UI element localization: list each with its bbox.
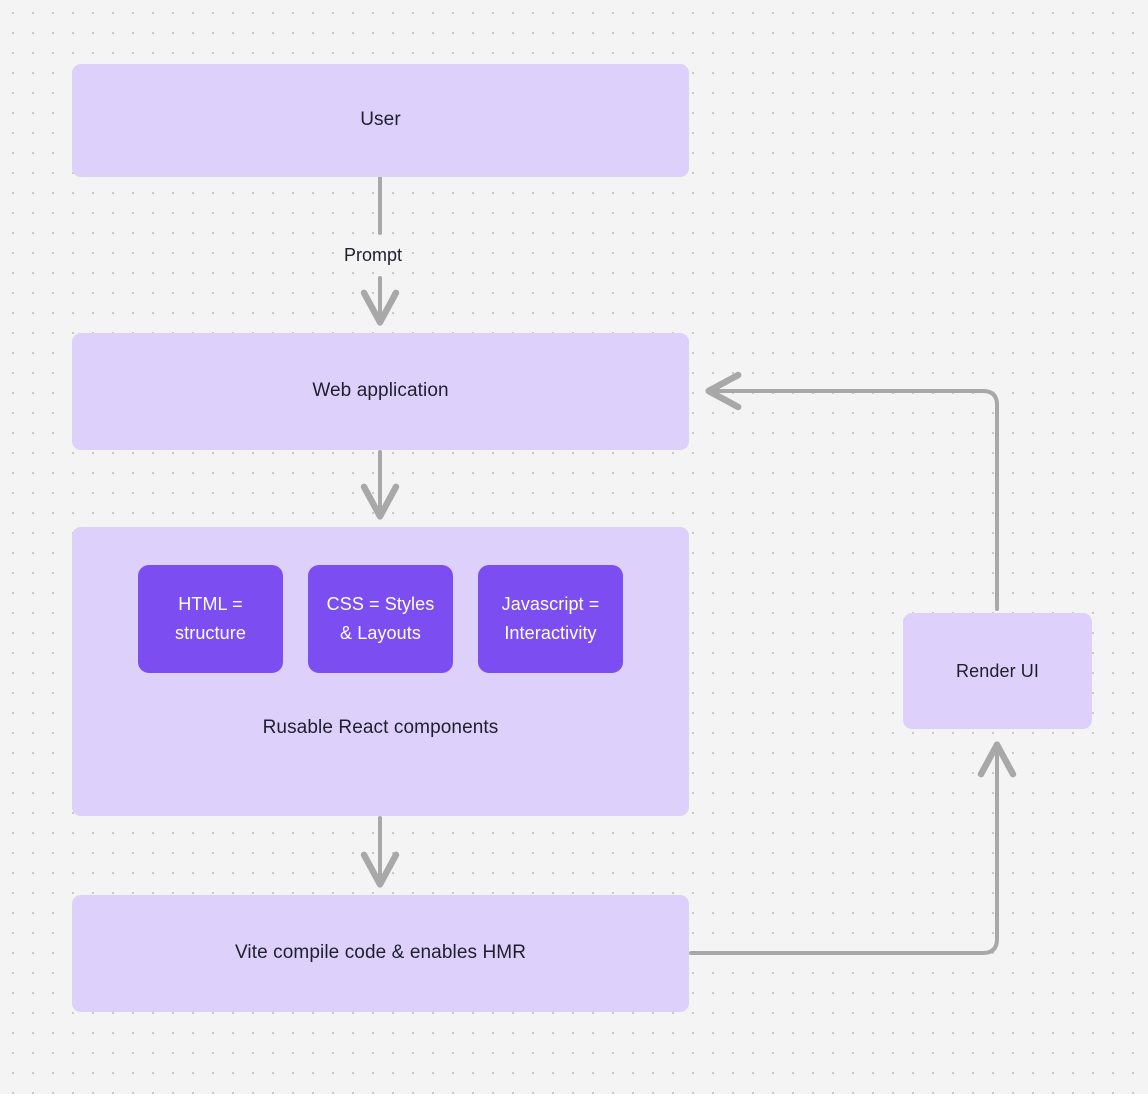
node-vite[interactable]: Vite compile code & enables HMR	[72, 895, 689, 1012]
edge-render-to-webapp	[705, 371, 999, 611]
node-vite-label: Vite compile code & enables HMR	[234, 942, 527, 964]
chip-css[interactable]: CSS = Styles & Layouts	[308, 565, 453, 673]
chip-javascript[interactable]: Javascript = Interactivity	[478, 565, 623, 673]
chip-javascript-label: Javascript = Interactivity	[501, 594, 600, 643]
chip-html[interactable]: HTML = structure	[138, 565, 283, 673]
node-user[interactable]: User	[72, 64, 689, 177]
node-react-components[interactable]: HTML = structure CSS = Styles & Layouts …	[72, 527, 689, 816]
edge-vite-to-render	[689, 741, 1017, 955]
chip-css-label: CSS = Styles & Layouts	[326, 594, 435, 643]
react-chip-row: HTML = structure CSS = Styles & Layouts …	[72, 565, 689, 673]
edge-label-prompt: Prompt	[344, 245, 403, 265]
node-web-application[interactable]: Web application	[72, 333, 689, 450]
node-render-ui[interactable]: Render UI	[903, 613, 1092, 729]
node-web-application-label: Web application	[312, 380, 449, 402]
chip-html-label: HTML = structure	[175, 594, 246, 643]
react-components-caption: Rusable React components	[262, 717, 499, 738]
node-user-label: User	[360, 109, 401, 131]
node-render-ui-label: Render UI	[956, 660, 1039, 681]
